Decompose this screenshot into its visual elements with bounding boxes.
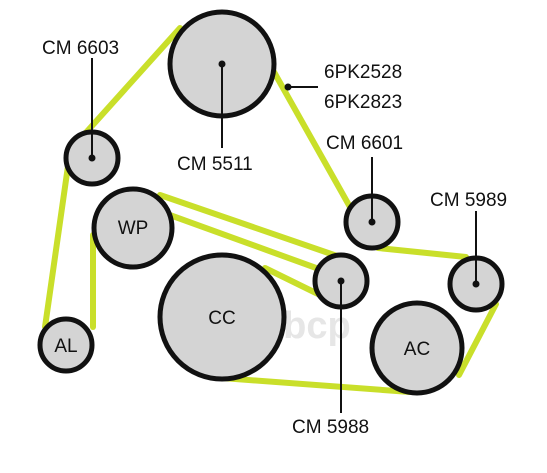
label-cm-5989: CM 5989 xyxy=(430,190,507,211)
label-al: AL xyxy=(54,336,77,357)
belt-segment-wp-lower xyxy=(153,207,333,276)
belt xyxy=(42,25,499,395)
pulley-water-pump xyxy=(91,186,175,270)
belt-segment-cc-to-ac xyxy=(219,375,413,395)
pulley-crankshaft xyxy=(157,252,287,382)
belt-segment-idler-to-farright xyxy=(375,245,469,260)
belt-code-marker xyxy=(284,83,292,91)
label-cm-6603: CM 6603 xyxy=(42,38,119,59)
label-cm-6601: CM 6601 xyxy=(326,133,403,154)
belt-segment-top-right xyxy=(271,69,353,210)
belt-segment-wp-to-idler xyxy=(157,192,343,260)
label-cm-5511: CM 5511 xyxy=(177,154,253,175)
belt-segment-cc-upper xyxy=(262,265,321,297)
label-wp: WP xyxy=(118,218,149,239)
pulley-alternator xyxy=(37,316,95,374)
belt-segment-left-outer xyxy=(42,163,71,330)
label-belt-code-1: 6PK2528 xyxy=(324,62,402,83)
labels: CM 6603 CM 5511 6PK2528 6PK2823 CM 6601 … xyxy=(42,38,507,438)
pulley-ac-compressor xyxy=(369,300,465,396)
label-cm-5988: CM 5988 xyxy=(292,417,369,438)
label-belt-code-2: 6PK2823 xyxy=(324,92,402,113)
label-ac: AC xyxy=(404,339,430,360)
leader-lines xyxy=(91,58,477,413)
pulleys xyxy=(37,9,505,396)
label-cc: CC xyxy=(208,308,235,329)
belt-segment-top-left xyxy=(79,25,183,140)
belt-segment-farright-to-ac xyxy=(456,301,499,378)
